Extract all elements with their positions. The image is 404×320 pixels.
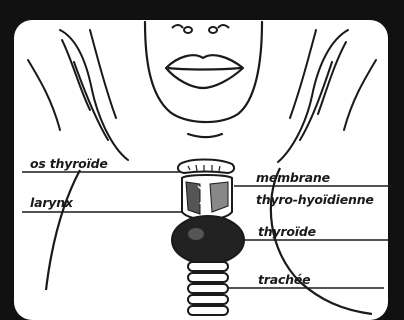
larynx-cartilage <box>182 175 232 220</box>
thyroid-gland <box>172 216 244 264</box>
thyroid-highlight <box>188 228 204 240</box>
trachea <box>188 262 228 315</box>
label-trachee: trachée <box>258 272 310 287</box>
label-os-thyroide: os thyroïde <box>30 156 108 171</box>
label-thyroide: thyroïde <box>258 224 316 239</box>
hyoid-bone <box>178 160 234 174</box>
label-larynx: larynx <box>30 195 74 210</box>
label-membrane-line1: membrane <box>256 170 330 185</box>
label-membrane-line2: thyro-hyoïdienne <box>256 192 374 207</box>
